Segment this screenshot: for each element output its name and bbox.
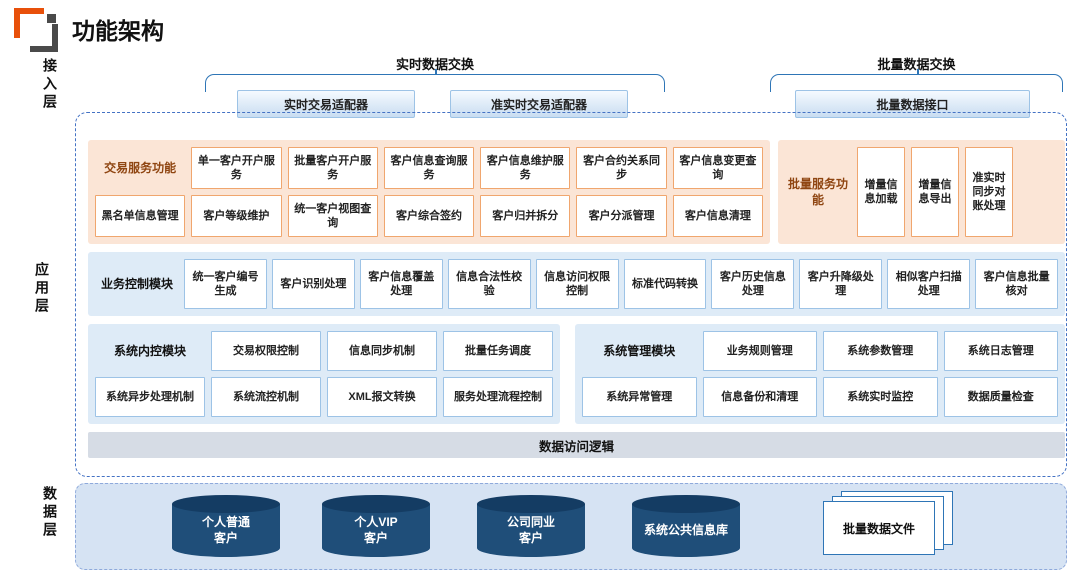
service-box: 增量信息加载: [857, 147, 905, 237]
module-box: 信息合法性校验: [447, 259, 531, 309]
module-box: 标准代码转换: [623, 259, 707, 309]
module-box: 系统实时监控: [823, 377, 938, 417]
cylinder-icon: [477, 495, 585, 557]
realtime-bracket: [205, 69, 665, 92]
realtime-exchange-title: 实时数据交换: [395, 57, 474, 72]
batch-services-section: 批量服务功能 增量信息加载 增量信息导出 准实时同步对账处理: [778, 140, 1065, 244]
batch-services-label: 批量服务功能: [787, 176, 848, 207]
database-cylinder: 个人普通 客户: [171, 494, 281, 558]
database-label: 个人VIP 客户: [354, 514, 398, 545]
file-stack-icon: 批量数据文件: [823, 491, 959, 557]
system-management-label: 系统管理模块: [603, 343, 676, 358]
service-box: 客户信息清理: [672, 195, 763, 237]
logo-icon: [14, 8, 60, 54]
module-box: 信息备份和清理: [702, 377, 817, 417]
database-cylinder: 公司同业 客户: [476, 494, 586, 558]
realtime-adapter-box: 实时交易适配器: [237, 90, 415, 118]
database-cylinder: 系统公共信息库: [631, 494, 741, 558]
database-label: 系统公共信息库: [643, 522, 728, 537]
module-box: 系统异常管理: [582, 377, 697, 417]
service-box: 客户信息维护服务: [480, 147, 571, 189]
business-control-label: 业务控制模块: [100, 276, 173, 291]
batch-interface-box: 批量数据接口: [795, 90, 1030, 118]
cylinder-icon: [172, 495, 280, 557]
module-box: 数据质量检查: [943, 377, 1058, 417]
module-box: 系统异步处理机制: [95, 377, 205, 417]
application-layer-container: [75, 112, 1067, 477]
batch-exchange-title: 批量数据交换: [877, 57, 956, 72]
service-box: 客户信息变更查询: [672, 147, 763, 189]
module-box: 统一客户编号生成: [184, 259, 267, 309]
data-access-logic-bar: 数据访问逻辑: [88, 432, 1065, 458]
service-box: 客户信息查询服务: [383, 147, 475, 189]
module-box: 系统参数管理: [823, 331, 938, 371]
cylinder-icon: [632, 495, 740, 557]
service-box: 黑名单信息管理: [95, 195, 186, 237]
batch-bracket: [770, 69, 1063, 92]
database-label: 个人普通 客户: [201, 514, 250, 545]
service-box: 准实时同步对账处理: [965, 147, 1013, 237]
module-box: XML报文转换: [327, 377, 437, 417]
module-box: 相似客户扫描处理: [887, 259, 971, 309]
logo-dark-dot: [47, 14, 56, 23]
system-control-label: 系统内控模块: [113, 343, 186, 358]
database-cylinder: 个人VIP 客户: [321, 494, 431, 558]
service-box: 批量客户开户服务: [287, 147, 378, 189]
logo-dark-corner: [30, 24, 58, 52]
database-label: 公司同业 客户: [506, 514, 555, 545]
service-box: 客户等级维护: [191, 195, 282, 237]
transaction-services-section: 交易服务功能 单一客户开户服务 批量客户开户服务 客户信息查询服务 客户信息维护…: [88, 140, 770, 244]
service-box: 客户分派管理: [576, 195, 667, 237]
module-box: 服务处理流程控制: [443, 377, 553, 417]
module-box: 客户信息覆盖处理: [359, 259, 443, 309]
transaction-services-label: 交易服务功能: [104, 160, 177, 175]
service-box: 增量信息导出: [911, 147, 959, 237]
module-box: 系统日志管理: [943, 331, 1058, 371]
file-stack-label: 批量数据文件: [823, 501, 935, 555]
service-box: 客户综合签约: [383, 195, 475, 237]
module-box: 系统流控机制: [211, 377, 321, 417]
module-box: 业务规则管理: [702, 331, 817, 371]
service-box: 客户归并拆分: [480, 195, 571, 237]
module-box: 客户信息批量核对: [975, 259, 1059, 309]
service-box: 客户合约关系同步: [576, 147, 667, 189]
layer-label-data: 数据层: [42, 486, 58, 540]
module-box: 信息访问权限控制: [535, 259, 619, 309]
module-box: 交易权限控制: [211, 331, 321, 371]
page-title: 功能架构: [72, 18, 164, 44]
module-box: 信息同步机制: [327, 331, 437, 371]
system-management-section: 系统管理模块 业务规则管理 系统参数管理 系统日志管理 系统异常管理 信息备份和…: [575, 324, 1065, 424]
system-control-section: 系统内控模块 交易权限控制 信息同步机制 批量任务调度 系统异步处理机制 系统流…: [88, 324, 560, 424]
module-box: 客户识别处理: [271, 259, 355, 309]
service-box: 单一客户开户服务: [191, 147, 282, 189]
service-box: 统一客户视图查询: [287, 195, 378, 237]
data-layer-container: 个人普通 客户 个人VIP 客户 公司同业 客户 系统公共信息库: [75, 483, 1067, 570]
quasi-realtime-adapter-box: 准实时交易适配器: [450, 90, 628, 118]
module-box: 客户升降级处理: [799, 259, 883, 309]
module-box: 批量任务调度: [443, 331, 553, 371]
logo-orange-corner: [14, 8, 44, 38]
business-control-section: 业务控制模块 统一客户编号生成 客户识别处理 客户信息覆盖处理 信息合法性校验 …: [88, 252, 1065, 316]
module-box: 客户历史信息处理: [711, 259, 795, 309]
layer-label-application: 应用层: [34, 262, 50, 316]
cylinder-icon: [322, 495, 430, 557]
layer-label-access: 接入层: [42, 58, 58, 112]
